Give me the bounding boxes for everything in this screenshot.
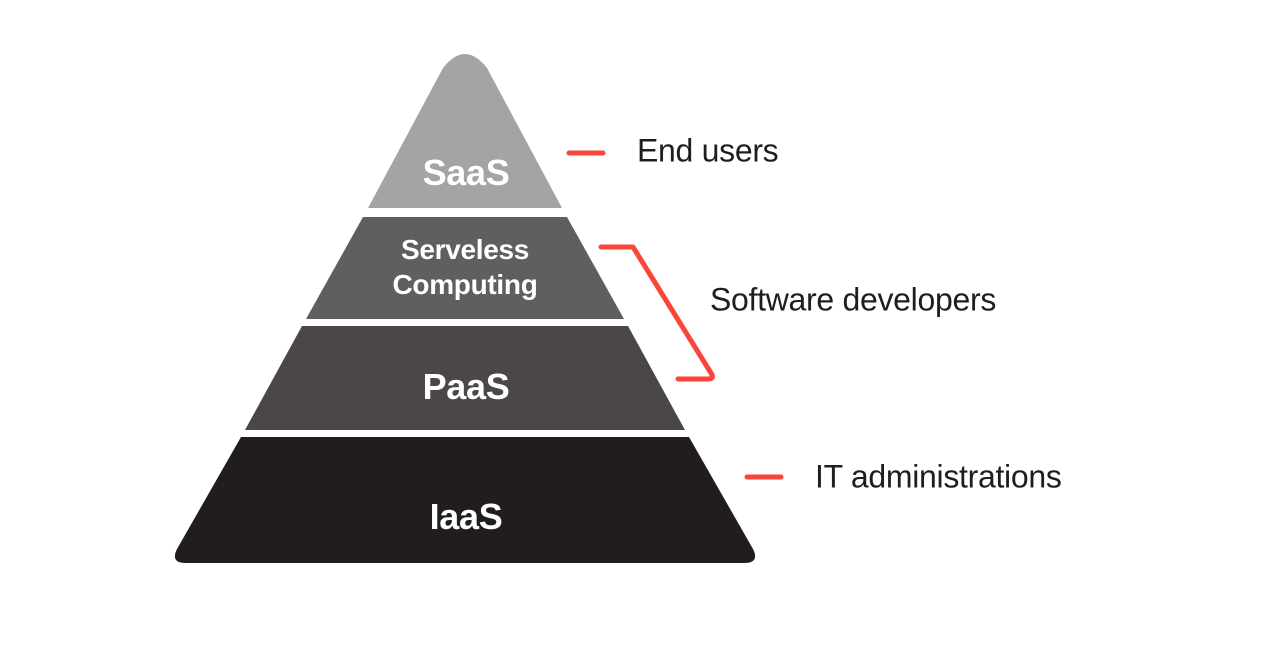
layer-label-paas: PaaS [422, 366, 510, 407]
pyramid-layer-paas [245, 326, 685, 430]
pyramid-layer-serverless [306, 217, 624, 319]
pyramid-layer-saas [368, 54, 562, 208]
annotation-end-users: End users [637, 132, 779, 169]
pyramid-layer-iaas [174, 437, 756, 563]
annotation-software-developers: Software developers [710, 281, 997, 318]
layer-label-iaas: IaaS [429, 496, 503, 537]
layer-label-saas: SaaS [422, 152, 510, 193]
annotation-it-administrations: IT administrations [815, 458, 1062, 495]
software-developers-bracket-line [598, 244, 715, 382]
layer-label-serverless-computing: Serveless Computing [392, 234, 538, 300]
